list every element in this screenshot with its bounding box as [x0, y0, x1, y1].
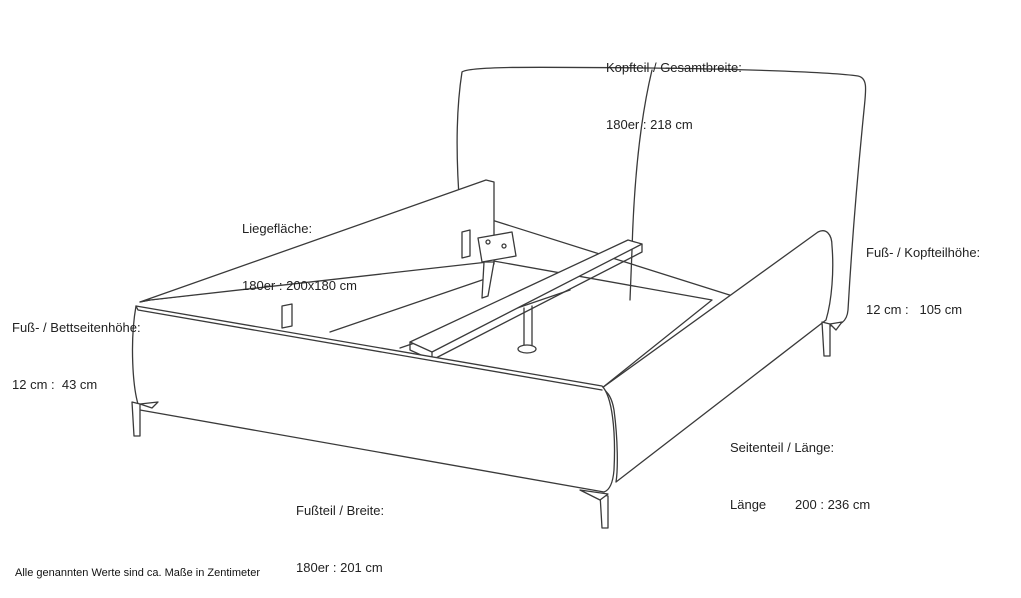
side-length-label: Seitenteil / Länge: Länge 200 : 236 cm: [730, 400, 870, 533]
side-height-label: Fuß- / Bettseitenhöhe: 12 cm : 43 cm: [12, 280, 141, 413]
sleeping-area-value: 180er : 200x180 cm: [242, 278, 357, 293]
footboard: [131, 305, 616, 493]
mounting-brackets: [281, 229, 517, 329]
footnote: Alle genannten Werte sind ca. Maße in Ze…: [15, 567, 260, 579]
side-length-value: Länge 200 : 236 cm: [730, 497, 871, 512]
headboard-width-value: 180er : 218 cm: [606, 117, 693, 132]
headboard-height-label: Fuß- / Kopfteilhöhe: 12 cm : 105 cm: [866, 205, 980, 338]
center-beam: [409, 239, 643, 361]
footboard-width-label: Fußteil / Breite: 180er : 201 cm: [296, 463, 384, 596]
footboard-width-title: Fußteil / Breite:: [296, 503, 385, 518]
headboard-height-title: Fuß- / Kopfteilhöhe:: [866, 245, 981, 260]
side-rail-right: [601, 230, 834, 483]
bed-legs: [131, 321, 843, 529]
headboard-width-label: Kopfteil / Gesamtbreite: 180er : 218 cm: [606, 20, 742, 153]
sleeping-area-label: Liegefläche: 180er : 200x180 cm: [242, 181, 357, 314]
headboard-width-title: Kopfteil / Gesamtbreite:: [606, 60, 742, 75]
side-length-title: Seitenteil / Länge:: [730, 440, 835, 455]
headboard: [456, 66, 867, 327]
side-height-title: Fuß- / Bettseitenhöhe:: [12, 320, 141, 335]
sleeping-area-title: Liegefläche:: [242, 221, 313, 236]
headboard-height-value: 12 cm : 105 cm: [866, 302, 963, 317]
footboard-width-value: 180er : 201 cm: [296, 560, 383, 575]
side-height-value: 12 cm : 43 cm: [12, 377, 98, 392]
